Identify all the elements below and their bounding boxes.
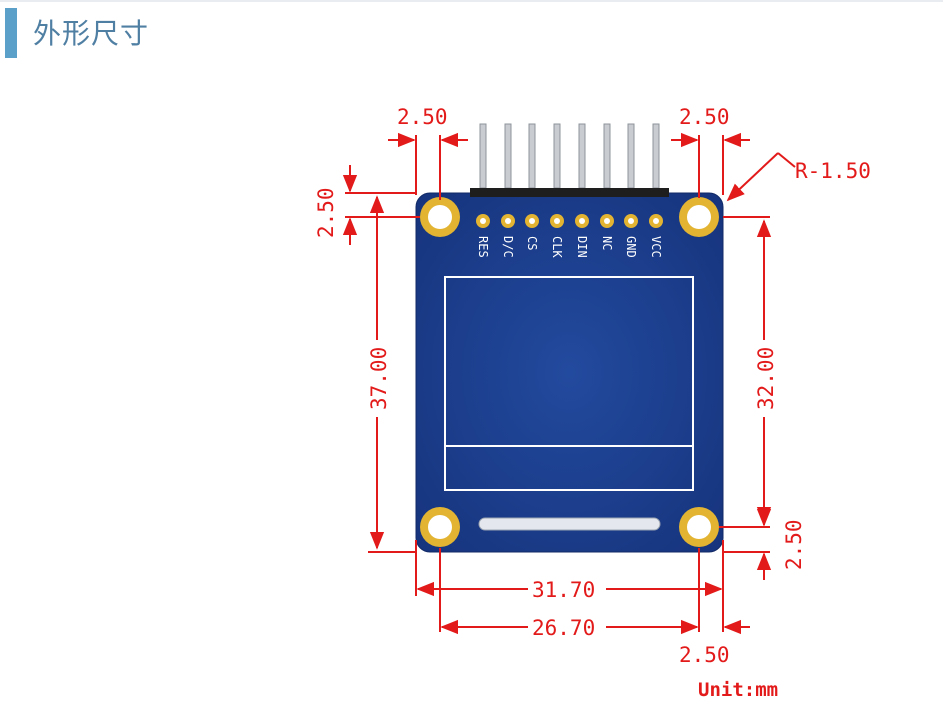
dim-board-height: 37.00 xyxy=(367,347,391,410)
dim-bottom-offset: 2.50 xyxy=(679,643,730,667)
pin-label-nc: NC xyxy=(600,236,614,250)
top-rule xyxy=(0,0,943,2)
header-accent-bar xyxy=(5,8,17,58)
dim-corner-radius: R-1.50 xyxy=(795,159,871,183)
mounting-hole-bottom-right xyxy=(679,507,719,547)
dim-top-left-offset: 2.50 xyxy=(397,105,448,129)
pcb-board xyxy=(415,192,724,553)
mounting-hole-bottom-left xyxy=(420,507,460,547)
section-header: 外形尺寸 xyxy=(0,0,943,62)
unit-label: Unit:mm xyxy=(698,679,778,701)
dim-board-width: 31.70 xyxy=(532,578,595,602)
mounting-hole-top-left xyxy=(420,197,460,237)
pin-label-clk: CLK xyxy=(550,236,564,258)
display-area xyxy=(444,276,694,491)
pin-label-cs: CS xyxy=(525,236,539,250)
dim-top-right-offset: 2.50 xyxy=(679,105,730,129)
dim-bottom-right-offset: 2.50 xyxy=(782,519,806,570)
dim-hole-horizontal-spacing: 26.70 xyxy=(532,616,595,640)
pin-label-vcc: VCC xyxy=(649,236,663,258)
pin-label-res: RES xyxy=(476,236,490,258)
dimension-lines xyxy=(342,132,796,635)
pin-header xyxy=(470,123,669,228)
pin-label-dc: D/C xyxy=(501,236,515,258)
pin-label-din: DIN xyxy=(575,236,589,258)
pin-label-gnd: GND xyxy=(624,236,638,258)
mounting-hole-top-right xyxy=(679,197,719,237)
dim-hole-vertical-spacing: 32.00 xyxy=(754,347,778,410)
section-title: 外形尺寸 xyxy=(33,17,150,50)
flex-cable xyxy=(478,517,661,531)
dim-left-top-offset: 2.50 xyxy=(314,187,338,238)
